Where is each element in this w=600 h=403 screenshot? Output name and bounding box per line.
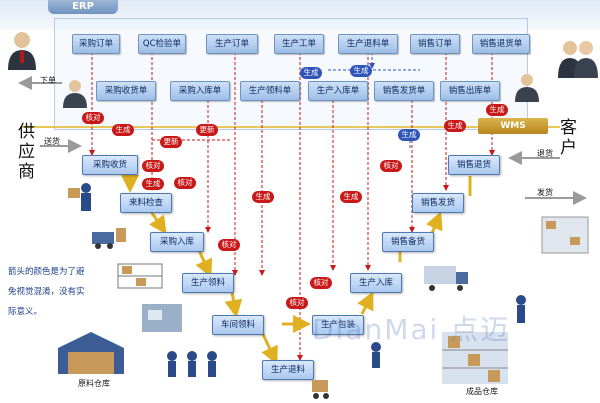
generate-badge: 生成 (112, 124, 134, 136)
generate-badge-blue: 生成 (300, 67, 322, 79)
production-pack-step: 生产包装 (312, 315, 364, 335)
generate-badge: 生成 (142, 178, 164, 190)
qc-check-doc: QC检验单 (138, 34, 186, 54)
generate-badge: 生成 (444, 120, 466, 132)
finished-warehouse-label: 成品仓库 (466, 387, 498, 396)
sales-return-step: 销售退货 (448, 155, 500, 175)
workers-icon (167, 351, 217, 377)
watermark: DianMai 点迈 (312, 313, 511, 346)
sales-issue-doc: 销售发货单 (374, 81, 434, 101)
cart-icon (312, 380, 329, 399)
supplier-deliver-label: 送货 (44, 137, 60, 146)
incoming-inspection-step: 来料检查 (120, 193, 172, 213)
purchase-receipt-doc: 采购收货单 (96, 81, 156, 101)
purchase-receive-step: 采购收货 (82, 155, 138, 175)
raw-warehouse-icon (58, 332, 124, 374)
ship-label: 发货 (537, 188, 553, 197)
worker-icon (371, 342, 381, 368)
production-inbound-step: 生产入库 (350, 273, 402, 293)
verify-badge: 核对 (174, 177, 196, 189)
generate-badge: 生成 (252, 191, 274, 203)
erp-tab: ERP (48, 0, 118, 14)
order-in-label: 下单 (40, 76, 56, 85)
purchase-inbound-doc: 采购入库单 (170, 81, 230, 101)
update-badge: 更新 (196, 124, 218, 136)
supplier-person-icon (8, 32, 36, 70)
wms-label: WMS (478, 118, 548, 134)
production-pick-doc: 生产领料单 (240, 81, 300, 101)
production-return-step: 生产退料 (262, 360, 314, 380)
update-badge: 更新 (160, 136, 182, 148)
sales-return-doc: 销售退货单 (472, 34, 530, 54)
sales-prepare-step: 销售备货 (382, 232, 434, 252)
worker-box-icon (68, 183, 91, 211)
generate-badge-blue: 生成 (398, 129, 420, 141)
verify-badge: 核对 (286, 297, 308, 309)
production-work-order-doc: 生产工单 (274, 34, 324, 54)
customer-label: 客户 (560, 118, 577, 158)
customer-group-icon (558, 41, 598, 78)
machine-icon (142, 304, 182, 332)
generate-badge-blue: 生成 (350, 65, 372, 77)
shelves-right-icon (541, 216, 589, 254)
purchase-order-doc: 采购订单 (72, 34, 120, 54)
production-order-doc: 生产订单 (206, 34, 258, 54)
production-inbound-doc: 生产入库单 (308, 81, 368, 101)
generate-badge: 生成 (486, 104, 508, 116)
truck-icon (424, 266, 468, 291)
verify-badge: 核对 (310, 277, 332, 289)
production-pick-step: 生产领料 (182, 273, 234, 293)
verify-badge: 核对 (142, 160, 164, 172)
verify-badge: 核对 (82, 112, 104, 124)
shelf-icon (117, 263, 163, 289)
forklift-icon (92, 228, 126, 249)
raw-warehouse-label: 原料仓库 (78, 379, 110, 388)
worker-right-icon (516, 295, 526, 323)
supplier-label: 供应商 (18, 122, 35, 182)
customer-return-label: 退货 (537, 149, 553, 158)
arrow-color-note: 箭头的颜色是为了避免视觉混淆，没有实际意义。 (8, 267, 85, 317)
verify-badge: 核对 (218, 239, 240, 251)
purchase-inbound-step: 采购入库 (150, 232, 204, 252)
workshop-pick-step: 车间领料 (212, 315, 264, 335)
sales-outbound-doc: 销售出库单 (440, 81, 500, 101)
sales-issue-step: 销售发货 (412, 193, 464, 213)
sales-order-doc: 销售订单 (410, 34, 460, 54)
verify-badge: 核对 (380, 160, 402, 172)
finished-warehouse-icon (442, 332, 508, 384)
customer-agent-icon (515, 74, 539, 102)
generate-badge: 生成 (340, 191, 362, 203)
production-return-doc: 生产退料单 (338, 34, 398, 54)
supplier-agent-icon (63, 80, 87, 108)
